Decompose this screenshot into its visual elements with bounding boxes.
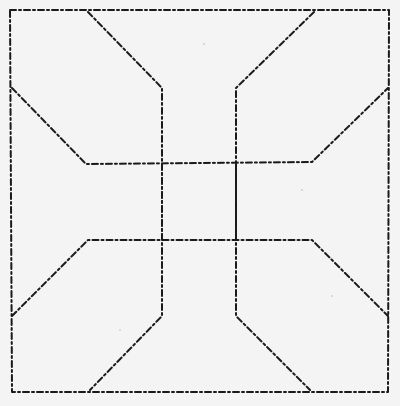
crease-bottom-right — [235, 163, 311, 391]
outer-border — [9, 9, 390, 393]
scan-speck — [203, 43, 205, 45]
crease-top-right — [235, 11, 315, 239]
scan-speck — [331, 295, 333, 297]
crease-bottom-left — [89, 163, 163, 391]
crease-left-upper — [11, 87, 389, 165]
scan-speck — [301, 189, 303, 191]
crease-top-left — [87, 11, 163, 239]
crease-left-lower — [11, 239, 389, 317]
scan-speck — [119, 329, 121, 331]
